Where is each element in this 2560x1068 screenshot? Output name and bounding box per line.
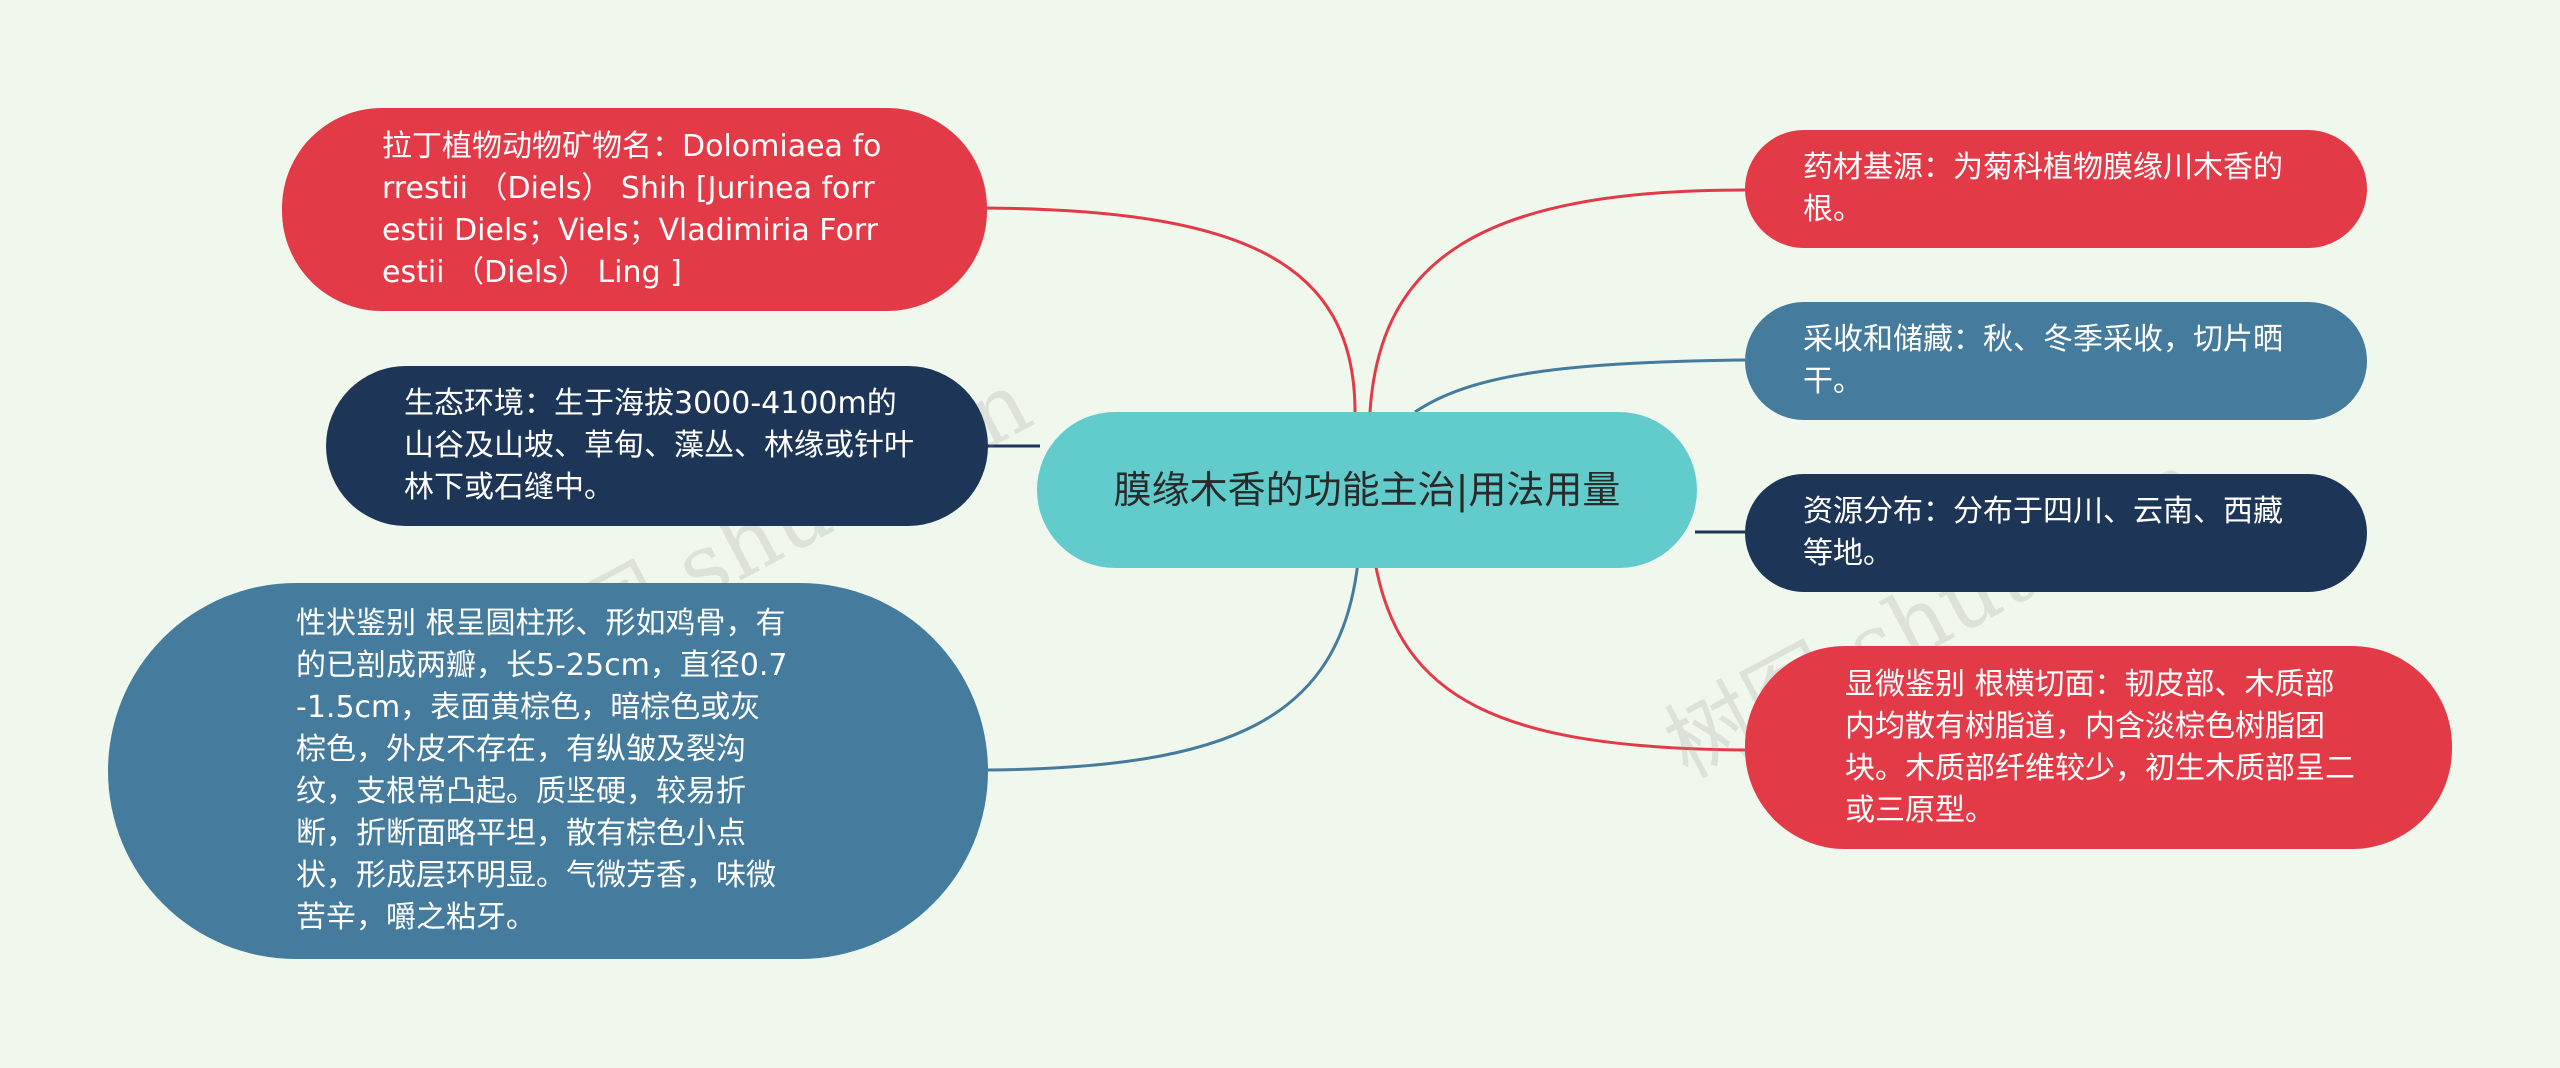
node-identification-text: 性状鉴别 根呈圆柱形、形如鸡骨，有的已剖成两瓣，长5-25cm，直径0.7-1.…: [296, 606, 788, 935]
node-latin-name[interactable]: 拉丁植物动物矿物名：Dolomiaea forrestii （Diels） Sh…: [282, 108, 987, 311]
node-latin-name-text: 拉丁植物动物矿物名：Dolomiaea forrestii （Diels） Sh…: [382, 128, 882, 290]
node-identification[interactable]: 性状鉴别 根呈圆柱形、形如鸡骨，有的已剖成两瓣，长5-25cm，直径0.7-1.…: [108, 583, 988, 959]
link-microscopy: [1373, 561, 1746, 752]
node-source[interactable]: 药材基源：为菊科植物膜缘川木香的根。: [1745, 130, 2367, 248]
link-latin-name: [984, 206, 1357, 413]
node-distribution[interactable]: 资源分布：分布于四川、云南、西藏等地。: [1745, 474, 2367, 592]
node-ecology[interactable]: 生态环境：生于海拔3000-4100m的山谷及山坡、草甸、藻丛、林缘或针叶林下或…: [326, 366, 988, 526]
central-topic[interactable]: 膜缘木香的功能主治|用法用量: [1037, 412, 1697, 568]
link-identification: [984, 561, 1360, 772]
link-source: [1368, 188, 1746, 413]
node-ecology-text: 生态环境：生于海拔3000-4100m的山谷及山坡、草甸、藻丛、林缘或针叶林下或…: [404, 386, 914, 505]
node-microscopy[interactable]: 显微鉴别 根横切面：韧皮部、木质部内均散有树脂道，内含淡棕色树脂团块。木质部纤维…: [1745, 646, 2452, 849]
node-distribution-text: 资源分布：分布于四川、云南、西藏等地。: [1803, 494, 2283, 571]
link-harvest: [1414, 358, 1746, 414]
node-harvest[interactable]: 采收和储藏：秋、冬季采收，切片晒干。: [1745, 302, 2367, 420]
node-source-text: 药材基源：为菊科植物膜缘川木香的根。: [1803, 150, 2283, 227]
node-harvest-text: 采收和储藏：秋、冬季采收，切片晒干。: [1803, 322, 2283, 399]
central-topic-text: 膜缘木香的功能主治|用法用量: [1113, 468, 1621, 512]
node-microscopy-text: 显微鉴别 根横切面：韧皮部、木质部内均散有树脂道，内含淡棕色树脂团块。木质部纤维…: [1845, 666, 2355, 828]
